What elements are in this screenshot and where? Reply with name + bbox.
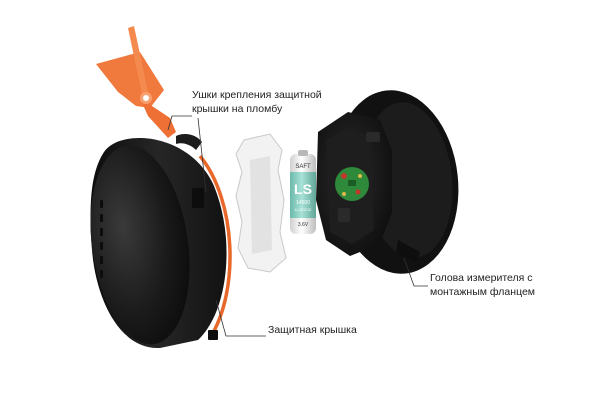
pcb-board	[335, 167, 369, 201]
label-seal-tabs-line1: Ушки крепления защитной	[192, 89, 322, 101]
battery-brand: SAFT	[295, 164, 311, 170]
battery-chem: Li-SOCl2	[295, 207, 312, 212]
label-protective-cover-text: Защитная крышка	[268, 324, 357, 336]
leader-seal-tabs-2	[197, 117, 207, 193]
leader-meter-head	[403, 257, 428, 287]
leader-cover	[215, 299, 266, 337]
battery-model: 14500	[296, 200, 310, 206]
cover-vent-slots	[100, 200, 103, 278]
battery-voltage: 3.6V	[298, 222, 309, 228]
battery: SAFT LS 14500 Li-SOCl2 3.6V	[290, 150, 316, 234]
battery-series: LS	[294, 181, 312, 197]
label-meter-head-line2: монтажным фланцем	[430, 286, 536, 298]
leader-lines	[167, 115, 428, 337]
label-protective-cover: Защитная крышка	[268, 323, 357, 337]
label-seal-tabs: Ушки крепления защитной крышки на пломбу	[192, 88, 322, 116]
leader-seal-tabs	[167, 115, 192, 131]
battery-holder	[235, 133, 287, 273]
label-meter-head: Голова измерителя с монтажным фланцем	[430, 271, 535, 299]
meter-head	[316, 90, 459, 274]
seal-tag	[96, 26, 176, 138]
label-meter-head-line1: Голова измерителя с	[430, 272, 533, 284]
protective-cover	[90, 134, 232, 349]
label-seal-tabs-line2: крышки на пломбу	[192, 103, 283, 115]
